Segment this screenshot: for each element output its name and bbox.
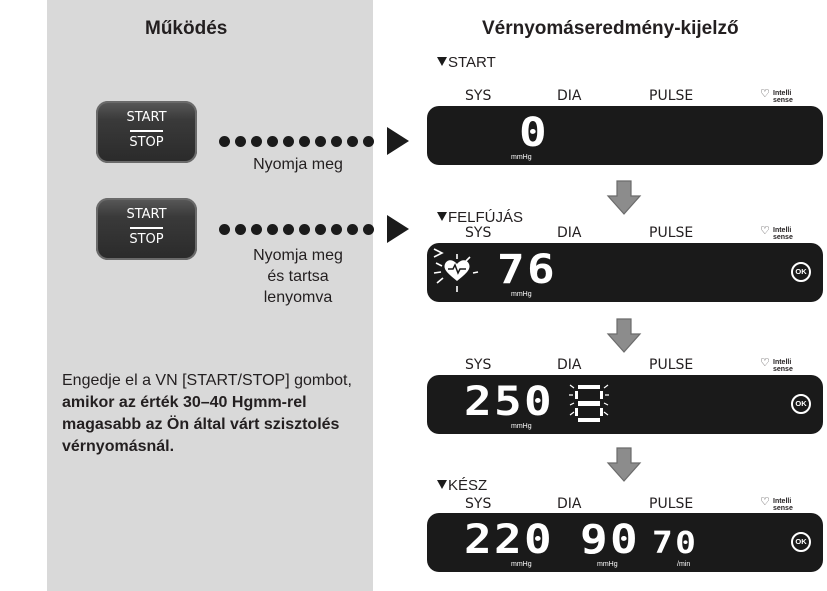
pulse-unit: /min — [677, 561, 691, 568]
display-heading: Vérnyomáseredmény-kijelző — [482, 18, 739, 39]
pulse-value: 70 — [652, 526, 699, 561]
pulse-header: PULSE — [649, 357, 694, 373]
lcd-display-measuring: 250 mmHg OK — [427, 375, 823, 434]
dia-header: DIA — [557, 496, 582, 512]
triangle-down-icon — [437, 212, 447, 221]
step-label-done: KÉSZ — [437, 477, 487, 494]
sys-header: SYS — [465, 496, 492, 512]
triangle-down-icon — [437, 480, 447, 489]
sys-header: SYS — [465, 88, 492, 104]
button-stop-label: STOP — [129, 232, 164, 247]
release-instruction: Engedje el a VN [START/STOP] gombot, ami… — [62, 372, 352, 455]
dia-unit: mmHg — [597, 561, 618, 568]
ok-icon: OK — [791, 262, 811, 282]
button-stop-label: STOP — [129, 135, 164, 150]
sys-unit: mmHg — [511, 291, 532, 298]
lcd-display-start: 0 mmHg — [427, 106, 823, 165]
heart-icon: ♡ — [760, 88, 770, 100]
arrow-down-icon — [606, 318, 642, 353]
arrow-right-icon — [387, 127, 409, 155]
triangle-down-icon — [437, 57, 447, 66]
operation-panel — [47, 0, 373, 591]
pulse-header: PULSE — [649, 496, 694, 512]
button-start-label: START — [126, 207, 167, 222]
sys-unit: mmHg — [511, 154, 532, 161]
arrow-down-icon — [606, 447, 642, 482]
operation-heading: Működés — [145, 18, 228, 39]
arrow-right-icon — [387, 215, 409, 243]
heart-icon: ♡ — [760, 496, 770, 508]
arrow-indicator-icon — [433, 248, 444, 258]
dotted-arrow-2 — [219, 224, 389, 236]
sys-value: 76 — [497, 247, 557, 293]
dia-header: DIA — [557, 88, 582, 104]
dia-header: DIA — [557, 357, 582, 373]
dia-header: DIA — [557, 225, 582, 241]
cuff-pressure-icon — [569, 384, 609, 422]
sys-value: 250 — [464, 379, 554, 425]
sys-unit: mmHg — [511, 561, 532, 568]
step-label-inflation: FELFÚJÁS — [437, 209, 523, 226]
start-stop-button[interactable]: START STOP — [96, 101, 197, 163]
button-start-label: START — [126, 110, 167, 125]
heart-icon: ♡ — [760, 357, 770, 369]
sys-value: 220 — [464, 517, 554, 563]
sys-value: 0 — [519, 110, 550, 156]
arrow-down-icon — [606, 180, 642, 215]
heart-icon: ♡ — [760, 225, 770, 237]
dia-value: 90 — [580, 517, 640, 563]
sys-header: SYS — [465, 225, 492, 241]
step-label-start: START — [437, 54, 496, 71]
dotted-arrow-1 — [219, 136, 389, 148]
pulse-header: PULSE — [649, 88, 694, 104]
lcd-display-result: 220 mmHg 90 mmHg 70 /min OK — [427, 513, 823, 572]
start-stop-button-hold[interactable]: START STOP — [96, 198, 197, 260]
press-caption: Nyomja meg — [253, 156, 343, 173]
pulse-header: PULSE — [649, 225, 694, 241]
hold-caption: Nyomja meg és tartsa lenyomva — [253, 247, 343, 306]
sys-unit: mmHg — [511, 423, 532, 430]
lcd-display-inflation: 76 mmHg OK — [427, 243, 823, 302]
sys-header: SYS — [465, 357, 492, 373]
ok-icon: OK — [791, 532, 811, 552]
heartbeat-icon — [433, 254, 479, 292]
ok-icon: OK — [791, 394, 811, 414]
